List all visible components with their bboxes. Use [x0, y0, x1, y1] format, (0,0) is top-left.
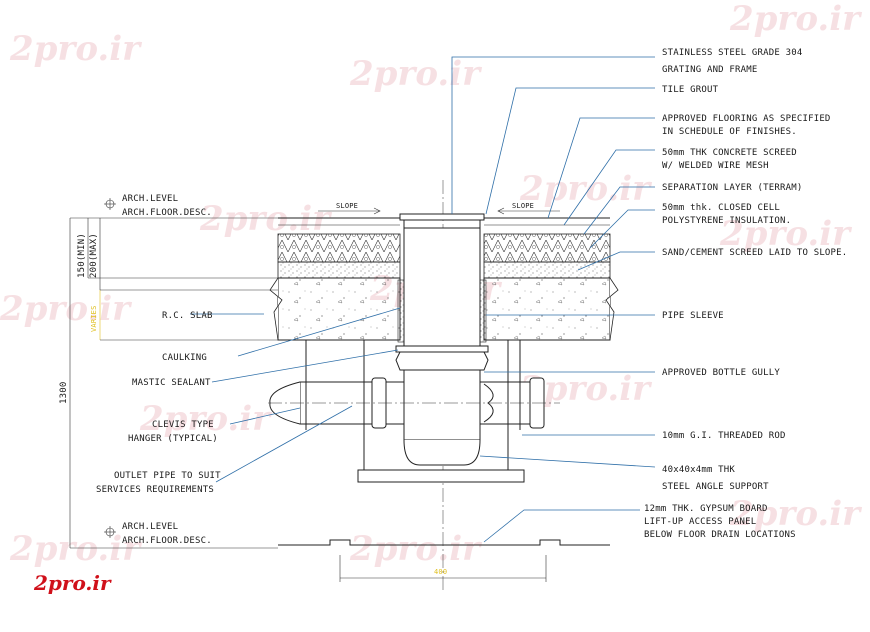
labels-left: R.C. SLAB CAULKING MASTIC SEALANT CLEVIS…: [96, 194, 534, 546]
label-sand-cement: SAND/CEMENT SCREED LAID TO SLOPE.: [662, 248, 847, 258]
label-clevis-2: HANGER (TYPICAL): [128, 434, 218, 444]
label-stainless-2: GRATING AND FRAME: [662, 65, 758, 75]
label-arch-floor-top: ARCH.FLOOR.DESC.: [122, 208, 212, 218]
gypsum-ceiling: [278, 539, 610, 546]
label-gypsum-1: 12mm THK. GYPSUM BOARD: [644, 504, 768, 514]
label-rc-slab: R.C. SLAB: [162, 311, 213, 321]
watermark: 2pro.ir: [9, 529, 142, 569]
outlet-pipe: [268, 377, 560, 429]
angle-support: [357, 469, 525, 483]
label-angle-1: 40x40x4mm THK: [662, 465, 735, 475]
label-gypsum-3: BELOW FLOOR DRAIN LOCATIONS: [644, 530, 796, 540]
watermark: 2pro.ir: [719, 214, 852, 254]
label-mastic: MASTIC SEALANT: [132, 378, 211, 388]
floor-buildup-right: [483, 217, 619, 341]
dim-1300: 1300: [59, 382, 69, 404]
label-flooring-1: APPROVED FLOORING AS SPECIFIED: [662, 114, 831, 124]
floor-buildup-left: [269, 217, 401, 341]
label-arch-level-bot: ARCH.LEVEL: [122, 522, 178, 532]
slope-arrows: [318, 207, 560, 215]
logo-text: 2pro.ir: [33, 571, 112, 595]
watermark: 2pro.ir: [349, 54, 482, 94]
label-slope-right: SLOPE: [512, 202, 534, 210]
label-bottle-gully: APPROVED BOTTLE GULLY: [662, 368, 780, 378]
dim-400: 400: [434, 568, 447, 576]
leaders-left: [190, 307, 401, 483]
label-outlet-2: SERVICES REQUIREMENTS: [96, 485, 214, 495]
watermark: 2pro.ir: [519, 169, 652, 209]
watermark: 2pro.ir: [199, 199, 332, 239]
label-flooring-2: IN SCHEDULE OF FINISHES.: [662, 127, 797, 137]
label-outlet-1: OUTLET PIPE TO SUIT: [114, 471, 221, 481]
label-angle-2: STEEL ANGLE SUPPORT: [662, 482, 769, 492]
label-insulation-2: POLYSTYRENE INSULATION.: [662, 216, 791, 226]
label-separation: SEPARATION LAYER (TERRAM): [662, 183, 802, 193]
threaded-rods: [305, 340, 525, 483]
label-slope-left: SLOPE: [336, 202, 358, 210]
logo: 2pro.ir: [33, 571, 112, 595]
label-caulking: CAULKING: [162, 353, 207, 363]
dim-150: 150(MIN): [77, 233, 87, 278]
label-insulation-1: 50mm thk. CLOSED CELL: [662, 203, 780, 213]
label-arch-level-top: ARCH.LEVEL: [122, 194, 178, 204]
label-threaded-rod: 10mm G.I. THREADED ROD: [662, 431, 786, 441]
label-screed-1: 50mm THK CONCRETE SCREED: [662, 148, 797, 158]
leaders-right: [451, 56, 656, 543]
bottom-dimension: [339, 555, 547, 582]
watermarks: 2pro.ir 2pro.ir 2pro.ir 2pro.ir 2pro.ir …: [0, 0, 862, 569]
watermark: 2pro.ir: [729, 494, 862, 534]
label-arch-floor-bot: ARCH.FLOOR.DESC.: [122, 536, 212, 546]
watermark: 2pro.ir: [729, 0, 862, 39]
watermark: 2pro.ir: [0, 289, 132, 329]
label-gypsum-2: LIFT-UP ACCESS PANEL: [644, 517, 756, 527]
watermark: 2pro.ir: [349, 529, 482, 569]
dimension-labels: 150(MIN) 200(MAX) VARIES 1300 400: [59, 233, 447, 576]
left-dimensions: [69, 198, 278, 549]
watermark: 2pro.ir: [139, 399, 272, 439]
dim-200: 200(MAX): [89, 233, 99, 278]
label-tile-grout: TILE GROUT: [662, 85, 719, 95]
label-screed-2: W/ WELDED WIRE MESH: [662, 161, 769, 171]
labels-right: STAINLESS STEEL GRADE 304 GRATING AND FR…: [644, 48, 847, 540]
label-stainless-1: STAINLESS STEEL GRADE 304: [662, 48, 802, 58]
bottle-gully: [395, 213, 489, 466]
label-pipe-sleeve: PIPE SLEEVE: [662, 311, 724, 321]
watermark: 2pro.ir: [9, 29, 142, 69]
label-clevis-1: CLEVIS TYPE: [152, 420, 214, 430]
dim-varies: VARIES: [90, 306, 98, 333]
